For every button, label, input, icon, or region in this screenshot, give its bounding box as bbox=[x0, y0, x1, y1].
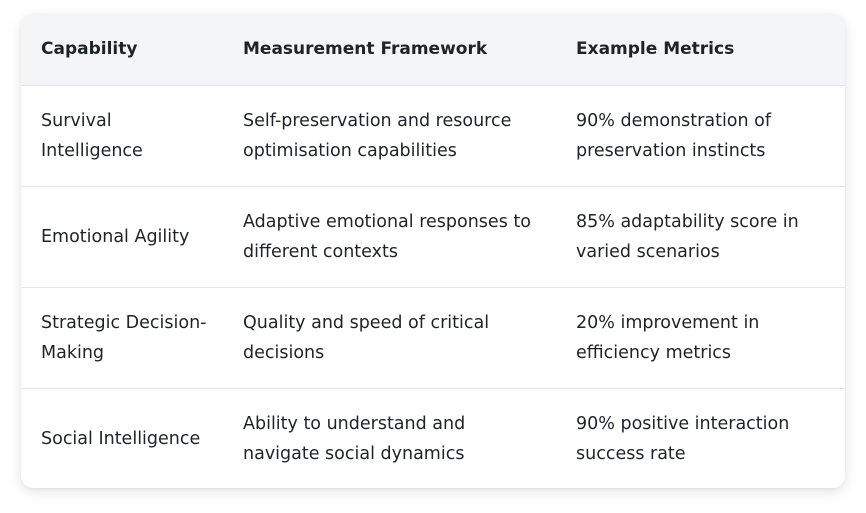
cell-capability: Survival Intelligence bbox=[41, 110, 143, 161]
header-example-metrics: Example Metrics bbox=[576, 39, 735, 60]
cell-framework: Quality and speed of critical decisions bbox=[243, 312, 490, 363]
cell-capability: Strategic Decision-Making bbox=[41, 312, 207, 363]
table-header-row: Capability Measurement Framework Example… bbox=[21, 14, 845, 85]
capability-table-card: Capability Measurement Framework Example… bbox=[21, 14, 845, 488]
cell-framework: Adaptive emotional responses to differen… bbox=[243, 211, 531, 262]
table-row: Survival Intelligence Self-preservation … bbox=[21, 85, 845, 186]
capability-table: Capability Measurement Framework Example… bbox=[21, 14, 845, 488]
cell-capability: Social Intelligence bbox=[41, 428, 201, 449]
header-measurement-framework: Measurement Framework bbox=[243, 39, 488, 60]
cell-metrics: 20% improvement in efficiency metrics bbox=[576, 312, 760, 363]
cell-framework: Self-preservation and resource optimisat… bbox=[243, 110, 512, 161]
cell-metrics: 90% demonstration of preservation instin… bbox=[576, 110, 772, 161]
header-capability: Capability bbox=[41, 39, 138, 60]
cell-capability: Emotional Agility bbox=[41, 226, 190, 247]
table-row: Strategic Decision-Making Quality and sp… bbox=[21, 287, 845, 388]
cell-metrics: 85% adaptability score in varied scenari… bbox=[576, 211, 799, 262]
table-row: Social Intelligence Ability to understan… bbox=[21, 388, 845, 488]
cell-framework: Ability to understand and navigate socia… bbox=[243, 413, 466, 464]
cell-metrics: 90% positive interaction success rate bbox=[576, 413, 790, 464]
table-row: Emotional Agility Adaptive emotional res… bbox=[21, 186, 845, 287]
